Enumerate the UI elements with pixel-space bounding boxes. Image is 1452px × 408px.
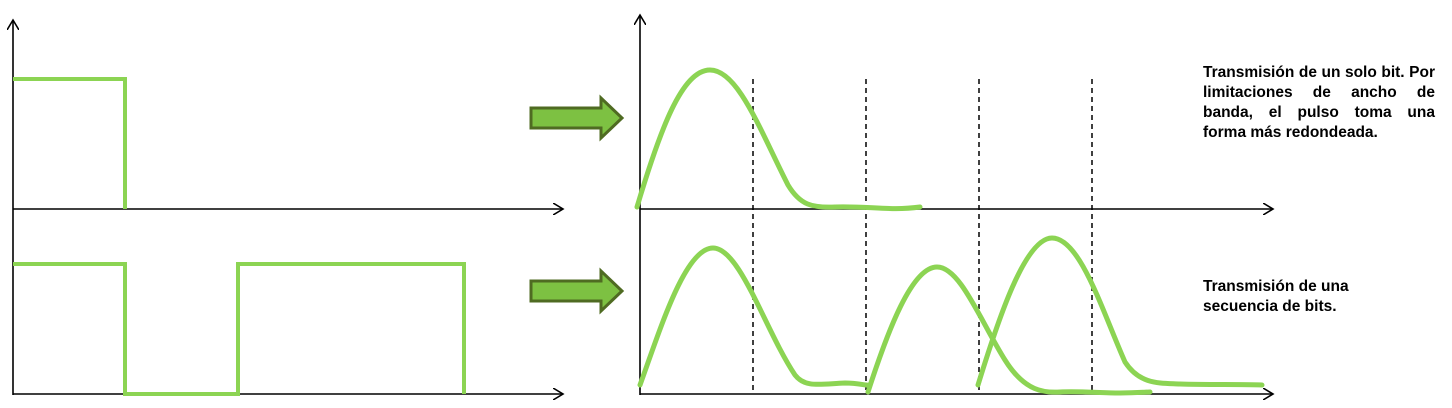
single-bit-caption: Transmisión de un solo bit. Por limitaci… xyxy=(1203,64,1435,141)
bit-sequence-square-wave xyxy=(13,262,466,396)
right-axes xyxy=(640,15,1273,395)
analog-signals xyxy=(634,67,1265,396)
single-bit-rounded-pulse xyxy=(634,67,923,212)
bit-boundaries xyxy=(752,79,1093,394)
left-axes xyxy=(13,20,563,395)
rounded-pulse-1 xyxy=(637,245,873,388)
transform-arrow-icon xyxy=(529,267,625,315)
rounded-pulse-3 xyxy=(975,235,1265,388)
single-bit-square-pulse xyxy=(13,77,127,209)
bit-sequence-caption: Transmisión de una secuencia de bits. xyxy=(1203,278,1349,315)
digital-signals xyxy=(13,77,466,396)
transform-arrow-icon xyxy=(529,94,625,142)
transform-arrows xyxy=(529,94,625,315)
rounded-pulse-2 xyxy=(865,264,1153,396)
